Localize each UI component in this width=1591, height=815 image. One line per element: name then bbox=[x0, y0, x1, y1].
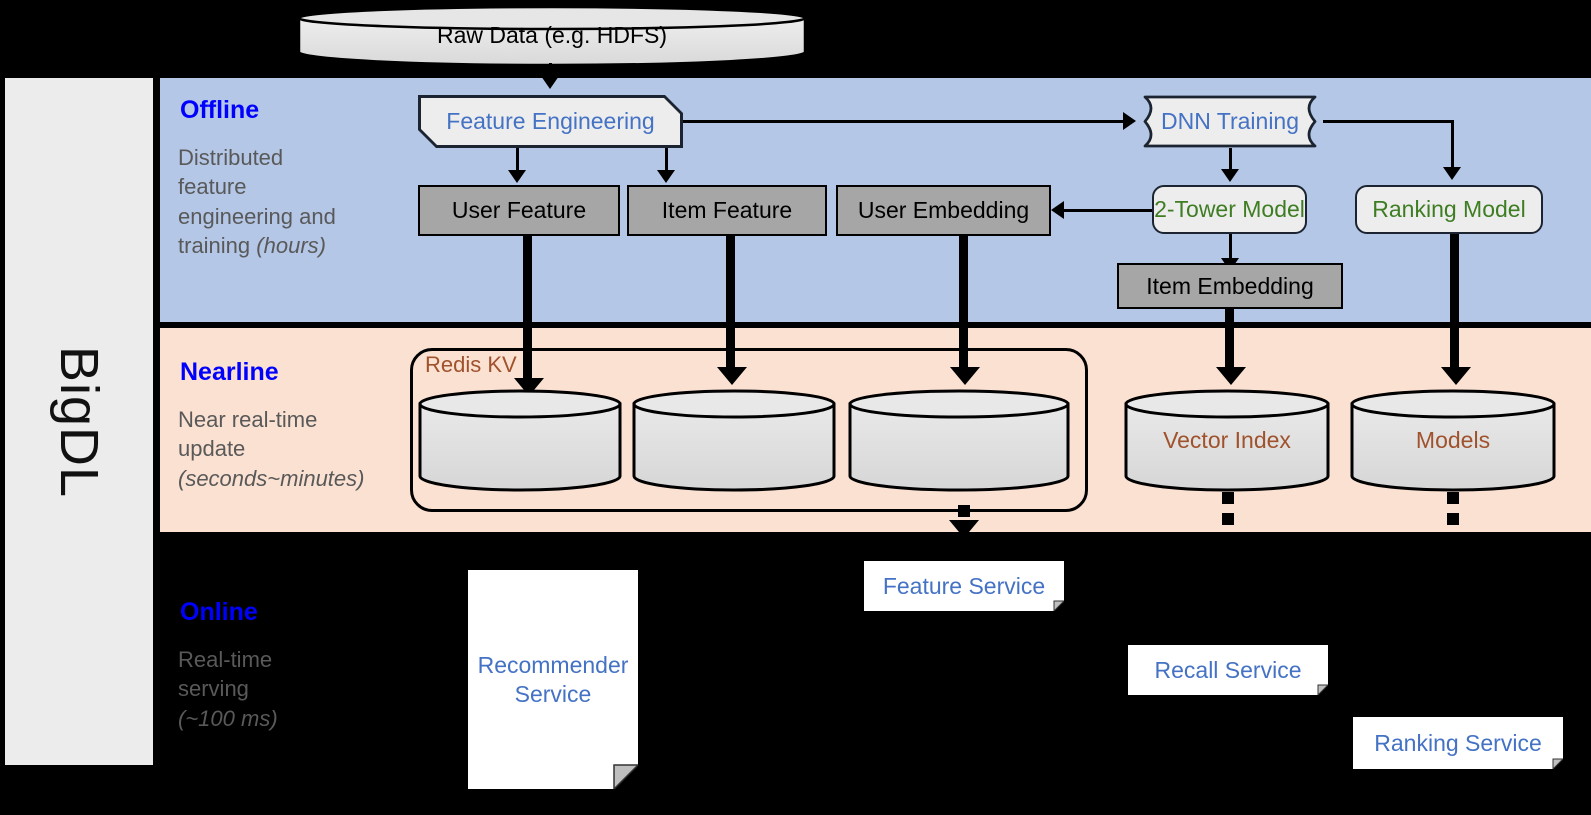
item-feature-label: Item Feature bbox=[661, 197, 793, 223]
edge-fe-dnn bbox=[683, 120, 1125, 123]
redis-kv-label: Redis KV bbox=[425, 352, 517, 377]
online-desc-em: (~100 ms) bbox=[178, 705, 278, 731]
item-feature-box[interactable]: Item Feature bbox=[627, 185, 827, 236]
store-cylinder-user-embedding[interactable] bbox=[848, 388, 1070, 492]
ranking-model-node[interactable]: Ranking Model bbox=[1355, 185, 1543, 234]
edge-models-ranking-dash2 bbox=[1447, 513, 1459, 525]
vector-index-cylinder[interactable]: Vector Index bbox=[1124, 388, 1330, 492]
edge-fe-itemfeature bbox=[665, 148, 668, 172]
edge-dnn-ranking-h bbox=[1323, 120, 1453, 123]
edge-rawdata-fe-arrowhead bbox=[541, 76, 559, 89]
edge-itemembedding-vectorindex-arrowhead bbox=[1216, 367, 1246, 385]
edge-fe-userfeature-arrowhead bbox=[508, 170, 526, 183]
edge-models-ranking-dash1 bbox=[1447, 492, 1459, 504]
band-desc-online: Real-time serving (~100 ms) bbox=[178, 645, 398, 733]
nearline-desc-1: Near real-time bbox=[178, 407, 318, 432]
ranking-service-node[interactable]: Ranking Service bbox=[1353, 717, 1563, 769]
nearline-desc-em: (seconds~minutes) bbox=[178, 465, 365, 491]
feature-engineering-node[interactable]: Feature Engineering bbox=[418, 95, 683, 148]
edge-vectorindex-recall-dash1 bbox=[1222, 492, 1234, 504]
edge-twotower-userembedding-arrowhead bbox=[1051, 201, 1064, 219]
edge-store-featureservice-dash1 bbox=[958, 505, 970, 517]
store-cylinder-item-feature[interactable] bbox=[632, 388, 836, 492]
recommender-service-node[interactable]: Recommender Service bbox=[468, 570, 638, 789]
edge-rankingmodel-models-arrowhead bbox=[1441, 367, 1471, 385]
redis-kv-container bbox=[410, 348, 1088, 512]
edge-fe-userfeature bbox=[516, 148, 519, 172]
offline-desc-2: feature bbox=[178, 174, 247, 200]
edge-userfeature-store bbox=[523, 236, 532, 382]
edge-dnn-ranking-v bbox=[1451, 120, 1454, 169]
ranking-model-label: Ranking Model bbox=[1372, 196, 1526, 222]
feature-service-label: Feature Service bbox=[882, 572, 1046, 599]
band-desc-nearline: Near real-time update (seconds~minutes) bbox=[178, 405, 413, 493]
user-feature-box[interactable]: User Feature bbox=[418, 185, 620, 236]
offline-desc-4: training bbox=[178, 232, 257, 258]
edge-dnn-twotower bbox=[1229, 148, 1232, 171]
feature-engineering-label: Feature Engineering bbox=[421, 98, 680, 145]
two-tower-model-node[interactable]: 2-Tower Model bbox=[1152, 185, 1307, 234]
edge-rawdata-fe bbox=[549, 63, 552, 79]
edge-vectorindex-recall-dash2 bbox=[1222, 513, 1234, 525]
band-desc-offline: Distributed feature engineering and trai… bbox=[178, 143, 393, 260]
diagram-canvas: BigDL Offline Distributed feature engine… bbox=[5, 5, 1591, 789]
store-cylinder-user-feature[interactable] bbox=[418, 388, 622, 492]
two-tower-model-label: 2-Tower Model bbox=[1154, 196, 1305, 222]
edge-userembedding-store-arrowhead bbox=[950, 367, 980, 385]
edge-twotower-userembedding bbox=[1063, 209, 1152, 212]
bigdl-rail: BigDL bbox=[5, 78, 153, 765]
edge-rankingmodel-models bbox=[1450, 234, 1459, 371]
item-embedding-box[interactable]: Item Embedding bbox=[1117, 263, 1343, 309]
edge-itemfeature-store-arrowhead bbox=[717, 367, 747, 385]
band-title-online: Online bbox=[180, 598, 258, 626]
recall-service-label: Recall Service bbox=[1154, 656, 1302, 683]
edge-twotower-itemembedding bbox=[1229, 234, 1232, 260]
ranking-service-label: Ranking Service bbox=[1374, 729, 1542, 756]
item-embedding-label: Item Embedding bbox=[1146, 272, 1314, 299]
band-title-offline: Offline bbox=[180, 96, 260, 124]
online-desc-2: serving bbox=[178, 676, 249, 702]
offline-desc-3: engineering and bbox=[178, 203, 336, 229]
edge-store-featureservice-arrowhead bbox=[949, 520, 979, 538]
recall-service-node[interactable]: Recall Service bbox=[1128, 645, 1328, 695]
dnn-training-node[interactable]: DNN Training bbox=[1135, 95, 1325, 148]
edge-userembedding-store bbox=[959, 236, 968, 371]
dnn-training-label: DNN Training bbox=[1160, 108, 1300, 134]
edge-dnn-ranking-arrowhead bbox=[1443, 167, 1461, 180]
user-feature-label: User Feature bbox=[451, 197, 587, 223]
bigdl-text: BigDL bbox=[49, 345, 110, 498]
models-cylinder[interactable]: Models bbox=[1350, 388, 1556, 492]
edge-itemembedding-vectorindex bbox=[1225, 309, 1234, 371]
user-embedding-box[interactable]: User Embedding bbox=[836, 185, 1051, 236]
edge-itemfeature-store bbox=[726, 236, 735, 371]
recommender-service-label: Recommender Service bbox=[477, 651, 629, 707]
edge-dnn-twotower-arrowhead bbox=[1221, 169, 1239, 182]
user-embedding-label: User Embedding bbox=[857, 197, 1030, 223]
online-desc-1: Real-time bbox=[178, 647, 273, 672]
offline-desc-1: Distributed bbox=[178, 145, 284, 170]
band-title-nearline: Nearline bbox=[180, 358, 279, 386]
nearline-desc-2: update bbox=[178, 436, 246, 462]
offline-desc-em: (hours) bbox=[256, 232, 326, 258]
edge-fe-itemfeature-arrowhead bbox=[657, 170, 675, 183]
raw-data-cylinder: Raw Data (e.g. HDFS) bbox=[297, 5, 807, 65]
bigdl-rail-label: BigDL bbox=[5, 78, 153, 765]
edge-fe-dnn-arrowhead bbox=[1123, 112, 1136, 130]
feature-service-node[interactable]: Feature Service bbox=[864, 561, 1064, 611]
